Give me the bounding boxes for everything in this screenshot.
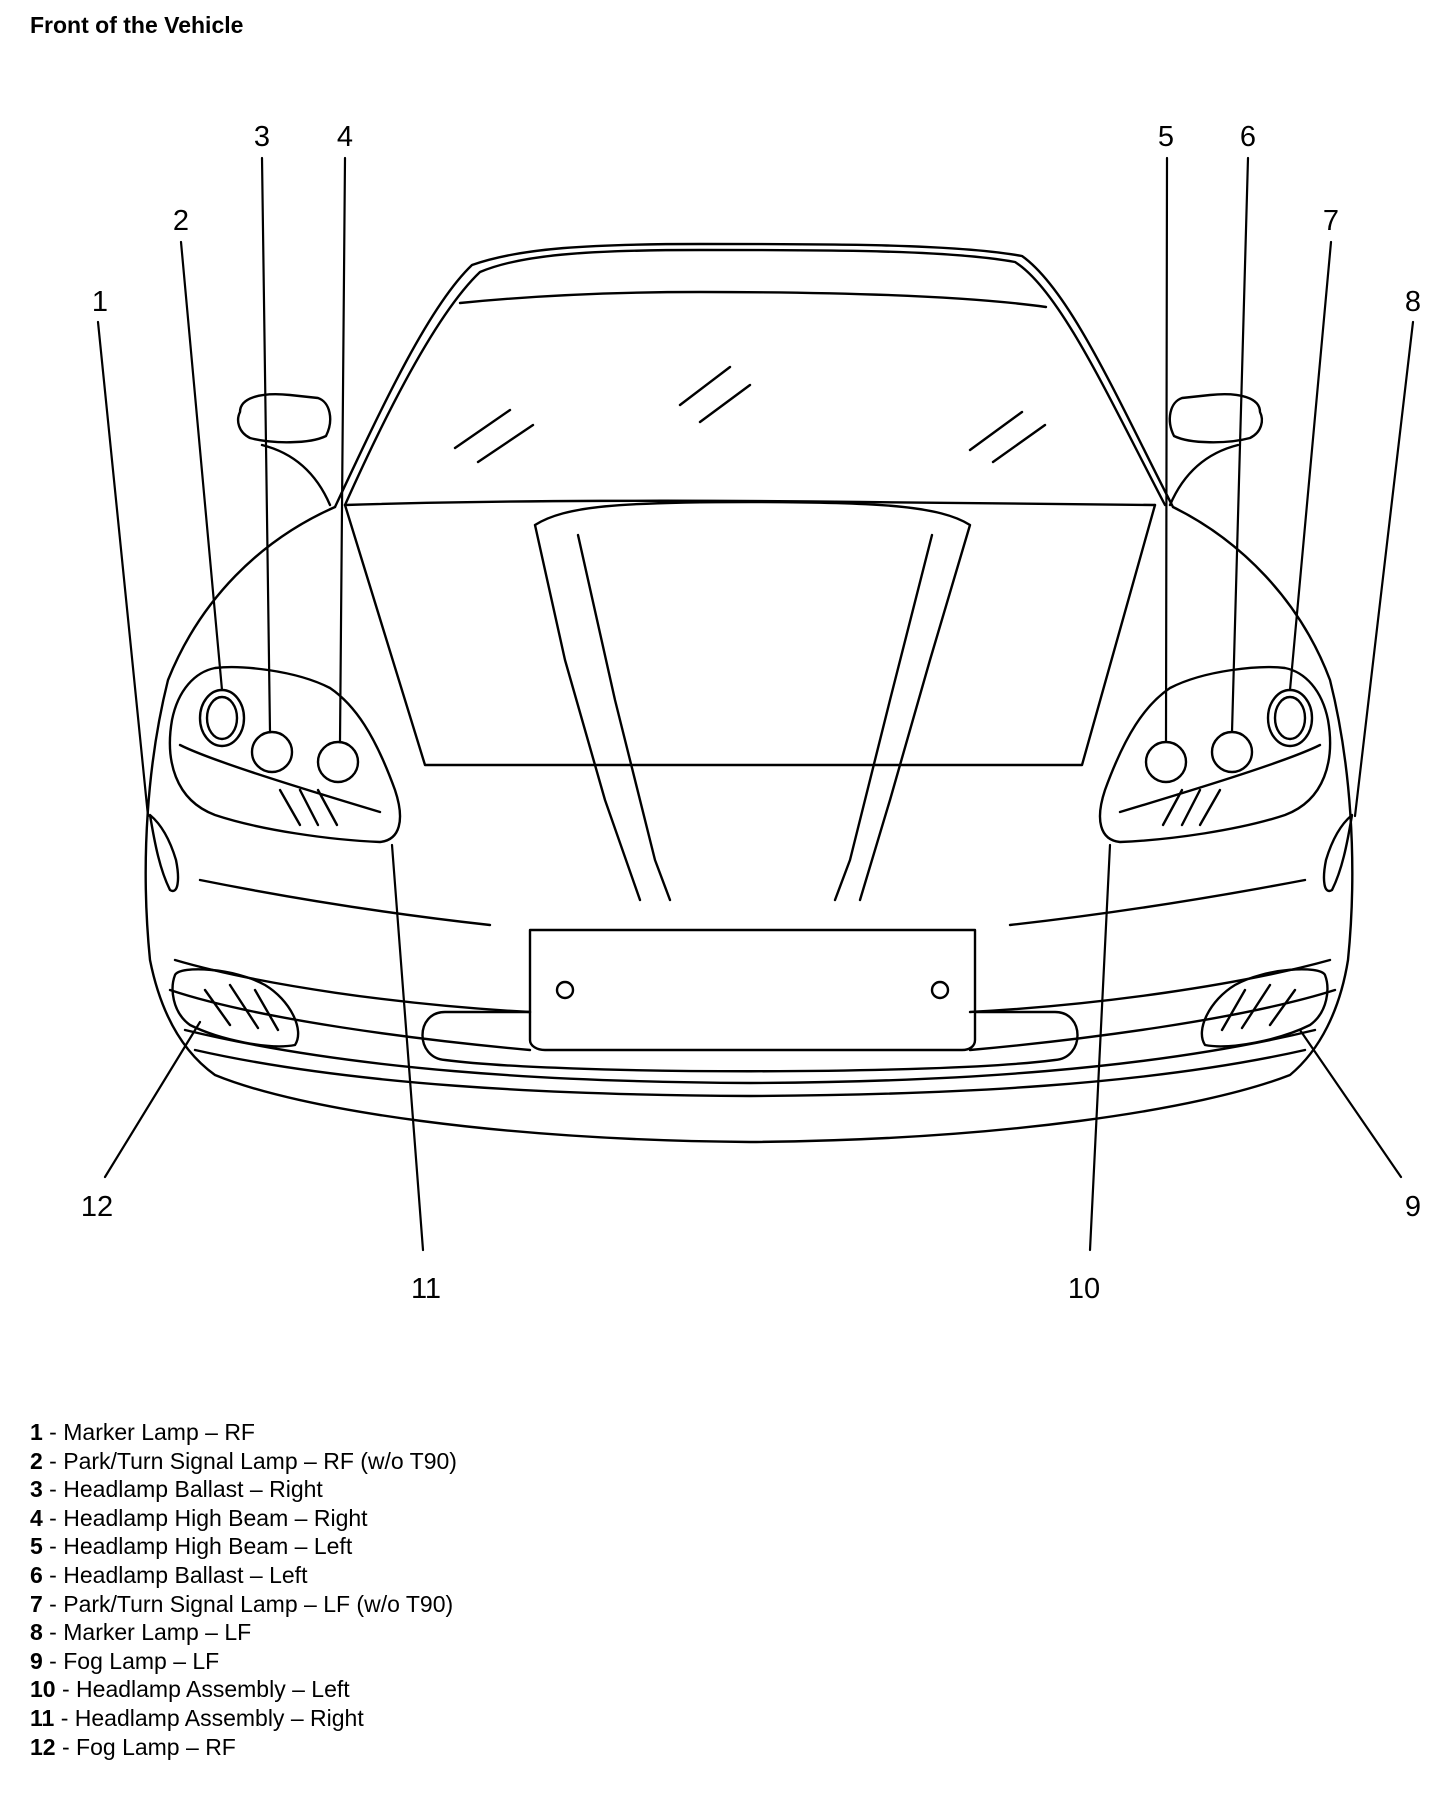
legend-location: LF <box>192 1647 220 1674</box>
legend-component: Park/Turn Signal Lamp <box>63 1590 298 1617</box>
legend-item: 4 - Headlamp High Beam – Right <box>30 1504 368 1531</box>
legend-number: 5 <box>30 1533 43 1560</box>
legend-component: Headlamp High Beam <box>63 1533 289 1560</box>
legend-number: 3 <box>30 1476 43 1503</box>
legend-location: Left <box>311 1676 350 1703</box>
legend-component: Marker Lamp <box>63 1619 199 1646</box>
headlamp-high-beam-right <box>316 740 360 784</box>
marker-lamp-left <box>1322 813 1354 893</box>
legend-location: LF (w/o T90) <box>323 1590 454 1617</box>
legend-item: 7 - Park/Turn Signal Lamp – LF (w/o T90) <box>30 1590 454 1617</box>
legend-number: 1 <box>30 1419 43 1445</box>
legend-item: 1 - Marker Lamp – RF <box>30 1419 255 1445</box>
park-turn-lamp-right <box>198 688 246 748</box>
callout-10: 10 <box>1068 1273 1100 1305</box>
legend-number: 9 <box>30 1647 43 1674</box>
body-outline <box>144 505 1354 1144</box>
headlamp-ballast-right <box>250 730 294 774</box>
hood <box>343 500 1157 902</box>
headlamp-assembly-right <box>168 665 402 844</box>
legend-location: LF <box>224 1619 252 1646</box>
callout-12: 12 <box>81 1191 113 1223</box>
diagram-title: Front of the Vehicle <box>30 12 244 38</box>
legend-location: RF (w/o T90) <box>323 1447 457 1474</box>
legend-location: Right <box>269 1476 323 1503</box>
park-turn-lamp-left <box>1266 688 1314 748</box>
legend-item: 5 - Headlamp High Beam – Left <box>30 1533 353 1560</box>
headlamp-assembly-left <box>1098 665 1332 844</box>
legend-item: 9 - Fog Lamp – LF <box>30 1647 220 1674</box>
legend-item: 2 - Park/Turn Signal Lamp – RF (w/o T90) <box>30 1447 457 1474</box>
legend-item: 3 - Headlamp Ballast – Right <box>30 1476 323 1503</box>
callout-9: 9 <box>1405 1191 1421 1223</box>
legend-location: Right <box>310 1704 364 1731</box>
windshield <box>333 242 1175 509</box>
legend-component: Headlamp High Beam <box>63 1504 289 1531</box>
legend-component: Fog Lamp <box>63 1647 167 1674</box>
fog-lamp-right <box>171 968 300 1048</box>
component-legend: 1 - Marker Lamp – RF 2 - Park/Turn Signa… <box>30 1418 457 1761</box>
side-mirror-right <box>236 393 332 507</box>
lower-grille <box>421 1010 1079 1073</box>
legend-number: 12 <box>30 1733 56 1760</box>
vehicle-front-diagram: 1 2 3 4 5 6 7 8 9 10 11 12 <box>81 121 1421 1305</box>
legend-number: 4 <box>30 1504 43 1531</box>
legend-component: Headlamp Assembly <box>74 1704 285 1731</box>
legend-number: 10 <box>30 1676 56 1703</box>
callout-2: 2 <box>173 205 189 237</box>
legend-number: 6 <box>30 1561 43 1588</box>
legend-item: 12 - Fog Lamp – RF <box>30 1733 236 1760</box>
callout-labels: 1 2 3 4 5 6 7 8 9 10 11 12 <box>81 121 1421 1305</box>
callout-8: 8 <box>1405 286 1421 318</box>
legend-component: Headlamp Ballast <box>63 1561 244 1588</box>
legend-component: Fog Lamp <box>76 1733 180 1760</box>
license-plate <box>528 928 977 1052</box>
headlamp-high-beam-left <box>1144 740 1188 784</box>
legend-location: Right <box>313 1504 368 1531</box>
legend-component: Marker Lamp <box>63 1419 199 1445</box>
legend-component: Headlamp Assembly <box>76 1676 286 1703</box>
legend-item: 11 - Headlamp Assembly – Right <box>30 1704 364 1731</box>
callout-3: 3 <box>254 121 270 153</box>
legend-item: 8 - Marker Lamp – LF <box>30 1619 252 1646</box>
legend-number: 11 <box>30 1704 55 1731</box>
side-mirror-left <box>1168 393 1264 507</box>
marker-lamp-right <box>148 813 180 893</box>
fog-lamp-left <box>1200 968 1329 1048</box>
callout-6: 6 <box>1240 121 1256 153</box>
callout-5: 5 <box>1158 121 1174 153</box>
callout-1: 1 <box>92 286 108 318</box>
legend-number: 7 <box>30 1590 43 1617</box>
headlamp-ballast-left <box>1210 730 1254 774</box>
legend-location: Left <box>269 1561 308 1588</box>
legend-item: 6 - Headlamp Ballast – Left <box>30 1561 308 1588</box>
legend-location: RF <box>205 1733 236 1760</box>
legend-number: 2 <box>30 1447 43 1474</box>
legend-component: Park/Turn Signal Lamp <box>63 1447 298 1474</box>
leader-lines <box>96 156 1415 1252</box>
callout-4: 4 <box>337 121 353 153</box>
legend-location: RF <box>224 1419 255 1445</box>
legend-component: Headlamp Ballast <box>63 1476 244 1503</box>
legend-location: Left <box>313 1533 353 1560</box>
legend-item: 10 - Headlamp Assembly – Left <box>30 1676 350 1703</box>
legend-number: 8 <box>30 1619 43 1646</box>
callout-7: 7 <box>1323 205 1339 237</box>
callout-11: 11 <box>411 1273 441 1305</box>
